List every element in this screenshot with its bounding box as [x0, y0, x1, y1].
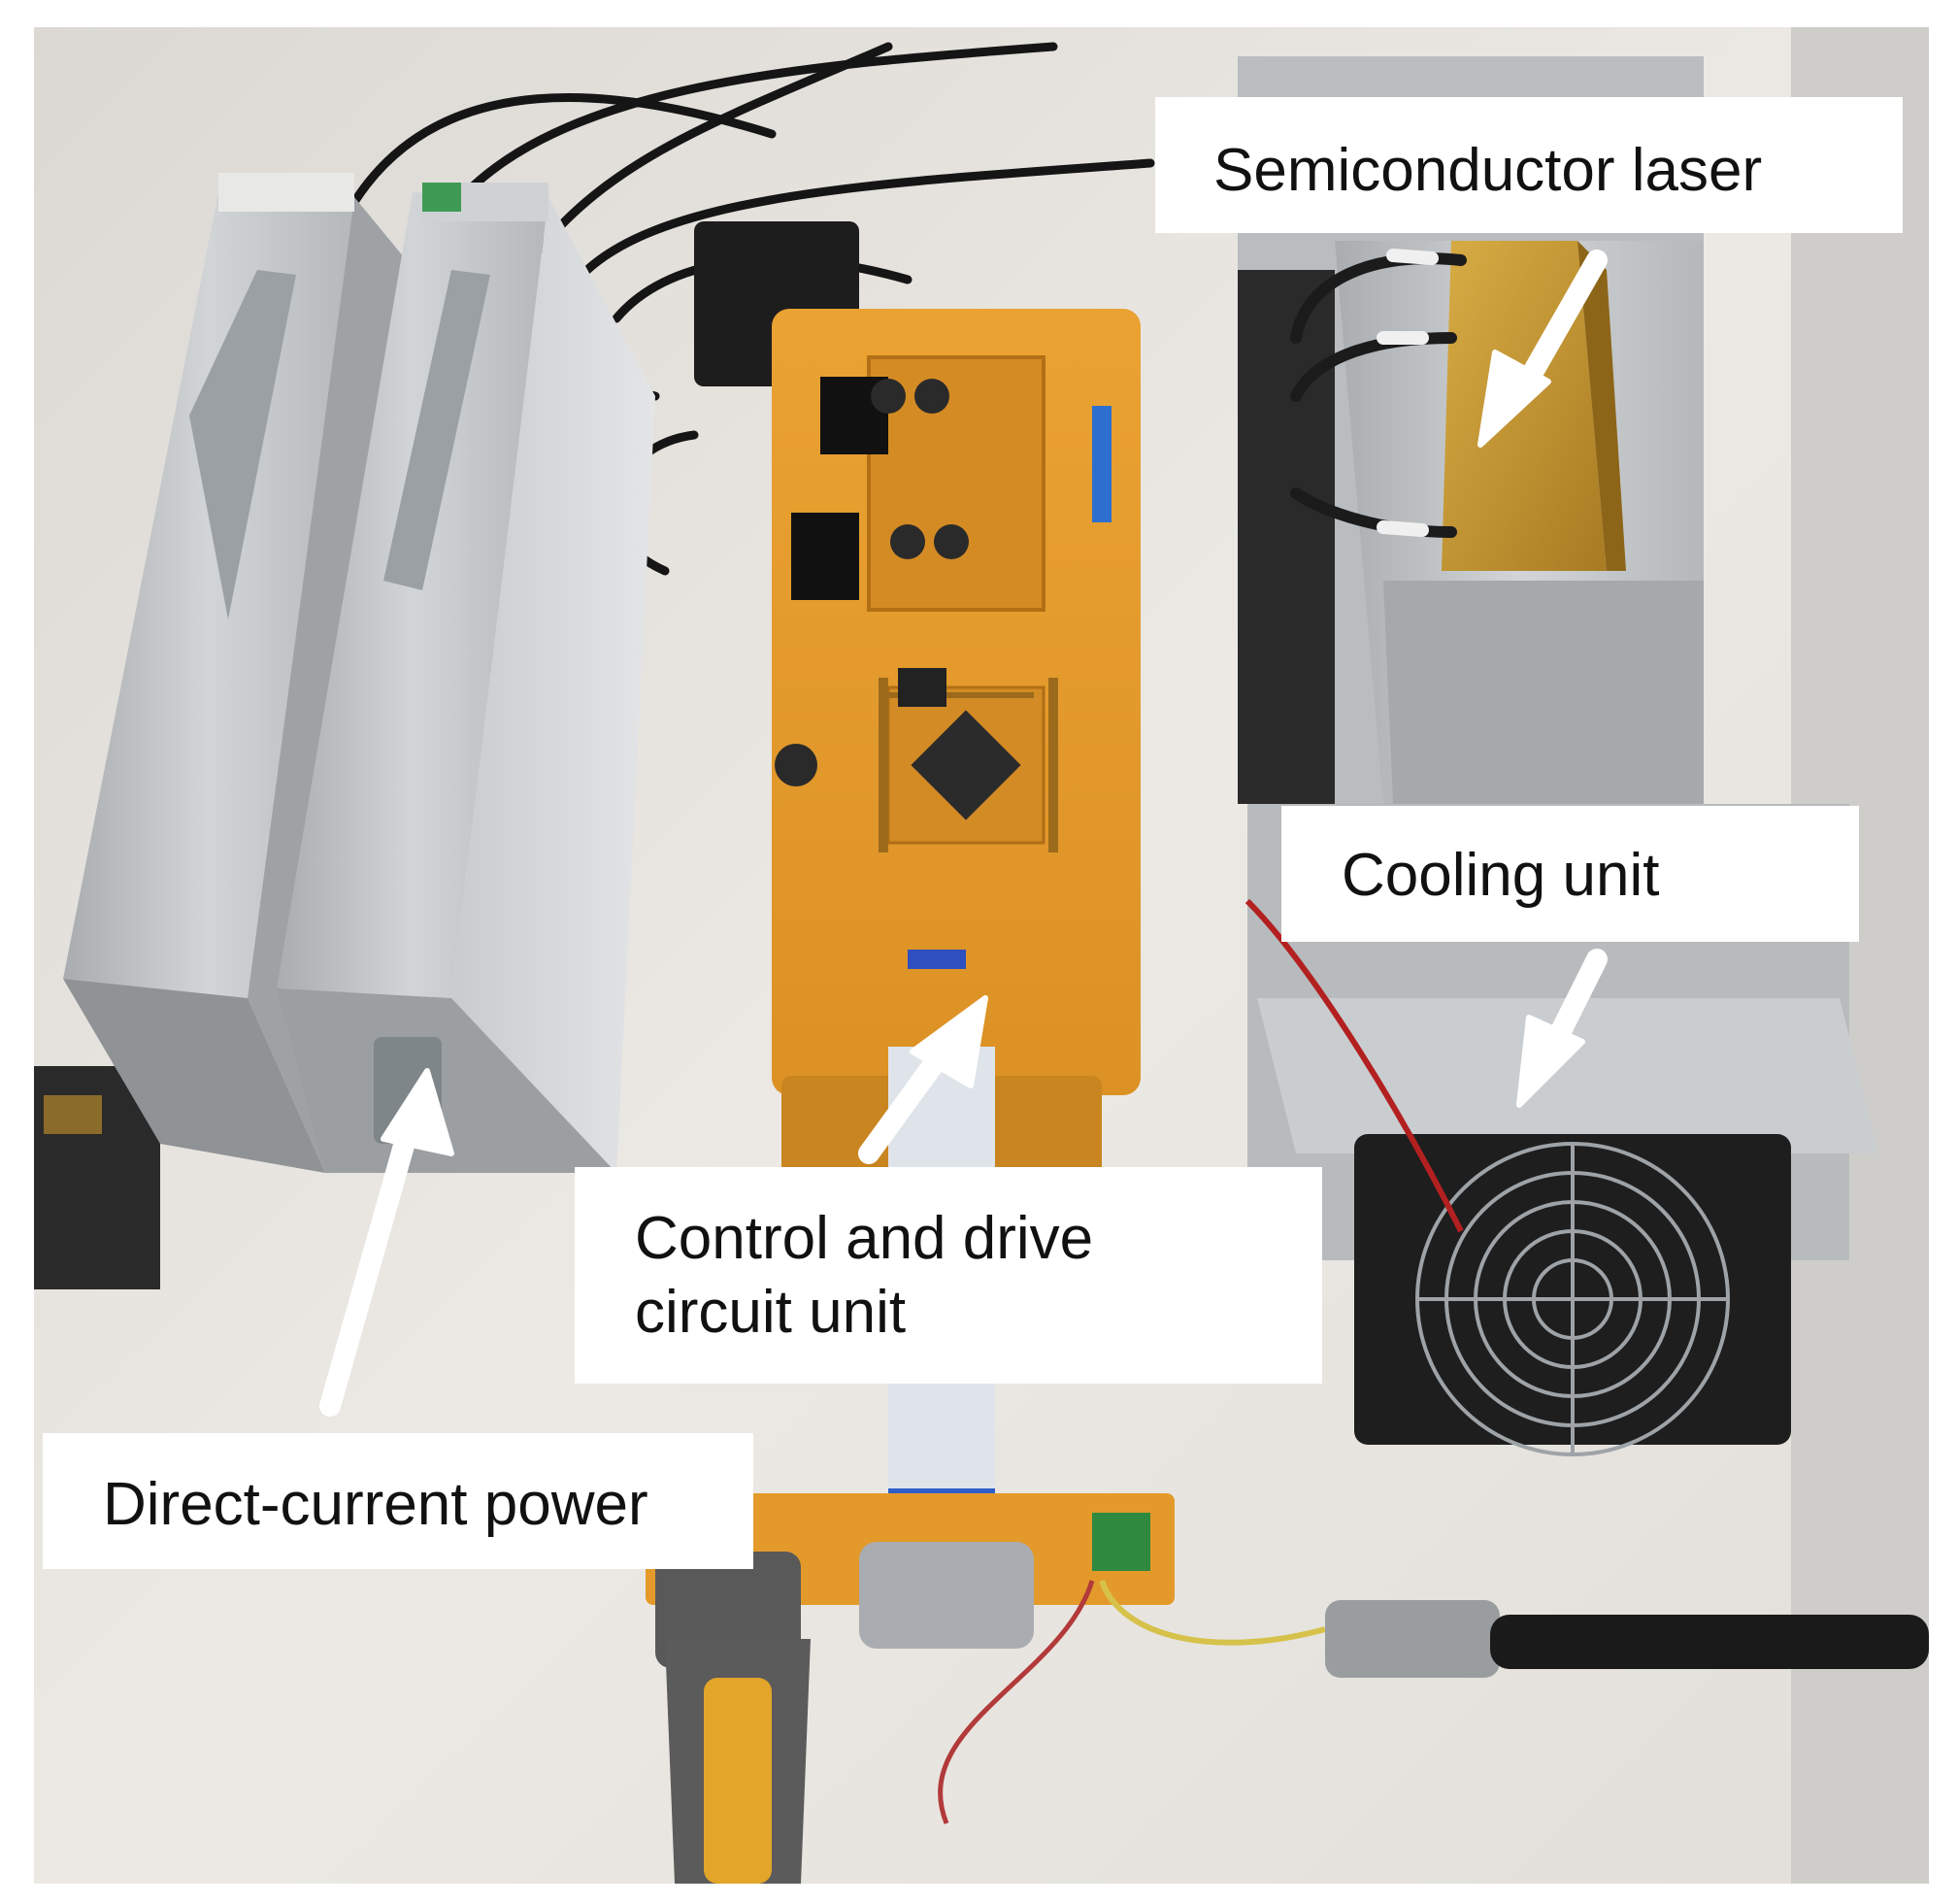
fan-power-cable — [1244, 898, 1464, 1233]
control-drive-pcb — [772, 309, 1141, 1289]
label-semiconductor-laser-text: Semiconductor laser — [1213, 137, 1763, 204]
laser-wire-sleeves — [1377, 249, 1439, 537]
laser-arrow-head — [1477, 350, 1551, 448]
dc-power-supply-2 — [277, 183, 655, 1173]
db9-female-connector — [859, 1542, 1034, 1649]
edge-connector-pins — [44, 1095, 102, 1134]
label-semiconductor-laser: Semiconductor laser — [1155, 97, 1903, 233]
label-control-line-2: circuit unit — [635, 1279, 907, 1346]
semiconductor-laser — [1442, 241, 1626, 571]
usb-serial-adapter — [665, 1639, 811, 1884]
label-direct-current-power: Direct-current power — [43, 1433, 753, 1569]
label-cooling-unit-text: Cooling unit — [1342, 842, 1660, 909]
label-direct-current-power-text: Direct-current power — [103, 1471, 648, 1538]
power-arrow — [319, 1104, 423, 1417]
green-indicator — [422, 183, 461, 212]
arrow-icon — [319, 250, 1608, 1417]
power-arrow-head — [381, 1068, 454, 1156]
fan-icon — [1415, 1142, 1730, 1456]
control-arrow-head — [910, 995, 988, 1088]
label-control-drive-circuit: Control and drive circuit unit — [575, 1167, 1322, 1384]
hardware-photo — [34, 27, 1929, 1884]
cooling-arrow-head — [1516, 1015, 1585, 1108]
label-control-line-1: Control and drive — [635, 1205, 1094, 1272]
sensor-cable — [938, 1579, 1929, 1824]
label-cooling-unit: Cooling unit — [1281, 806, 1859, 942]
